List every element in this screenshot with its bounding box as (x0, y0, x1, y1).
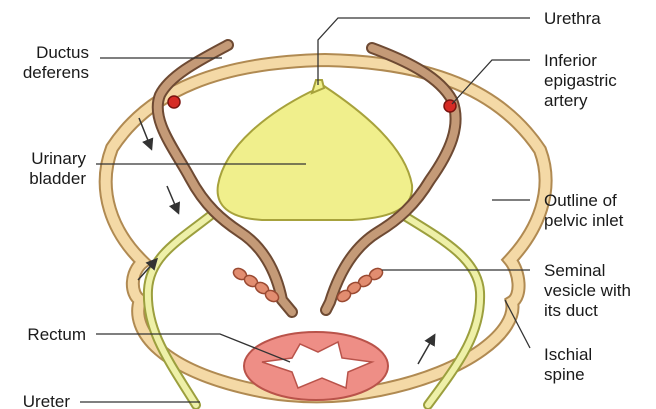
label-line: Rectum (27, 325, 86, 344)
label-line: pelvic inlet (544, 211, 624, 230)
label-urethra: Urethra (544, 9, 601, 28)
label-line: deferens (23, 63, 89, 82)
urinary-bladder (218, 86, 413, 220)
label-line: spine (544, 365, 585, 384)
label-line: Outline of (544, 191, 617, 210)
label-line: vesicle with (544, 281, 631, 300)
label-line: bladder (29, 169, 86, 188)
inferior-epigastric-artery-left (168, 96, 180, 108)
rectum (244, 332, 388, 400)
label-rectum: Rectum (27, 325, 86, 344)
label-line: Ureter (23, 392, 71, 409)
label-ureter: Ureter (23, 392, 71, 409)
label-line: Ductus (36, 43, 89, 62)
label-line: epigastric (544, 71, 617, 90)
label-line: Urinary (31, 149, 86, 168)
label-line: its duct (544, 301, 598, 320)
label-line: Urethra (544, 9, 601, 28)
label-line: Ischial (544, 345, 592, 364)
label-line: artery (544, 91, 588, 110)
label-line: Inferior (544, 51, 597, 70)
label-line: Seminal (544, 261, 605, 280)
